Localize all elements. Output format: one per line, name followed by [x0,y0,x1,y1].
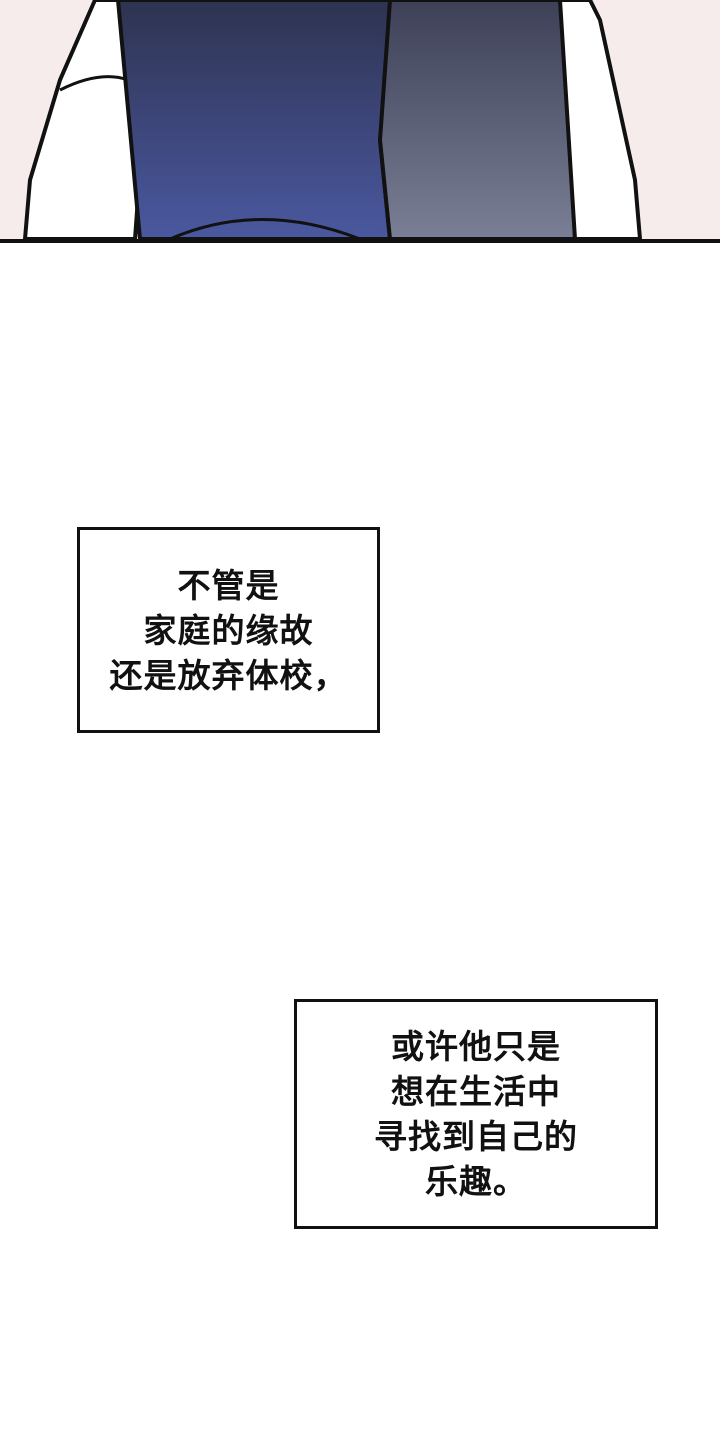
narration-line: 寻找到自己的 [374,1117,578,1156]
narration-line: 想在生活中 [391,1072,561,1111]
narration-line: 不管是 [177,565,280,605]
right-sleeve [557,0,643,239]
narration-line: 家庭的缘故 [143,610,314,650]
narration-line: 还是放弃体校， [109,655,348,695]
gray-jacket [377,0,578,239]
narration-line: 或许他只是 [391,1027,561,1066]
comic-panel-top [0,0,720,243]
narration-text-2: 或许他只是 想在生活中 寻找到自己的 乐趣。 [374,1024,578,1204]
panel-illustration [0,0,720,239]
sleeve-fold [59,75,129,92]
narration-box-1: 不管是 家庭的缘故 还是放弃体校， [77,527,380,733]
blue-jacket [115,0,413,239]
narration-line: 乐趣。 [425,1162,527,1201]
jacket-hem [169,218,361,239]
narration-text-1: 不管是 家庭的缘故 还是放弃体校， [110,563,348,698]
narration-box-2: 或许他只是 想在生活中 寻找到自己的 乐趣。 [294,999,658,1229]
